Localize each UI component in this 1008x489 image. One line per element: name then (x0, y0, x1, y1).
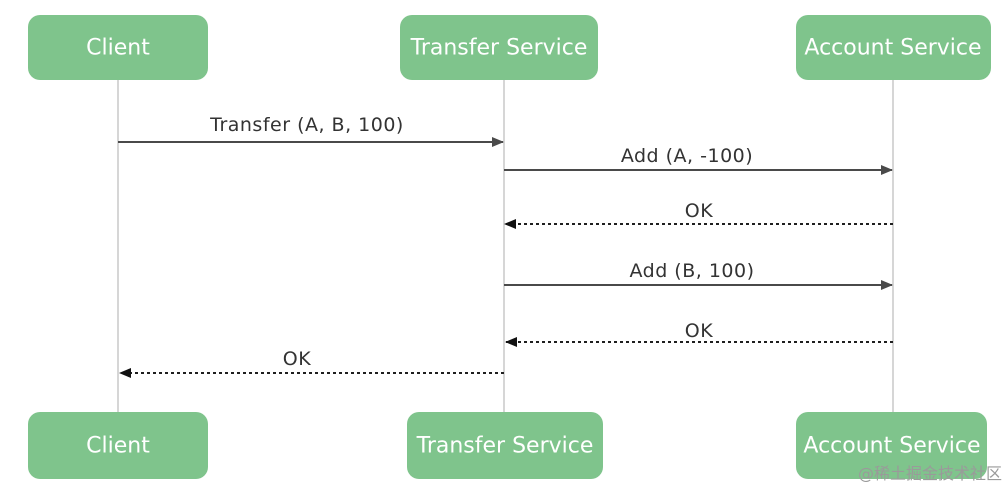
account-service-actor-bottom: Account Service (796, 412, 987, 479)
transfer-service-actor-bottom-label: Transfer Service (416, 434, 594, 459)
account-service-actor-bottom-label: Account Service (803, 434, 980, 459)
client-actor-bottom: Client (28, 412, 208, 479)
transfer-service-actor-top: Transfer Service (400, 15, 598, 80)
message-label-transfer: Transfer (A, B, 100) (209, 114, 404, 136)
transfer-service-actor-bottom: Transfer Service (407, 412, 603, 479)
client-actor-top: Client (28, 15, 208, 80)
transfer-service-actor-top-label: Transfer Service (410, 36, 588, 61)
client-actor-top-label: Client (86, 36, 150, 61)
account-service-actor-top: Account Service (796, 15, 991, 80)
message-label-add-b: Add (B, 100) (629, 260, 754, 282)
account-service-actor-top-label: Account Service (804, 36, 981, 61)
message-label-ok-2: OK (685, 320, 713, 342)
message-label-ok-3: OK (283, 348, 311, 370)
message-label-ok-1: OK (685, 200, 713, 222)
message-label-add-a: Add (A, -100) (621, 145, 753, 167)
watermark-text: @稀土掘金技术社区 (858, 464, 1002, 483)
client-actor-bottom-label: Client (86, 434, 150, 459)
